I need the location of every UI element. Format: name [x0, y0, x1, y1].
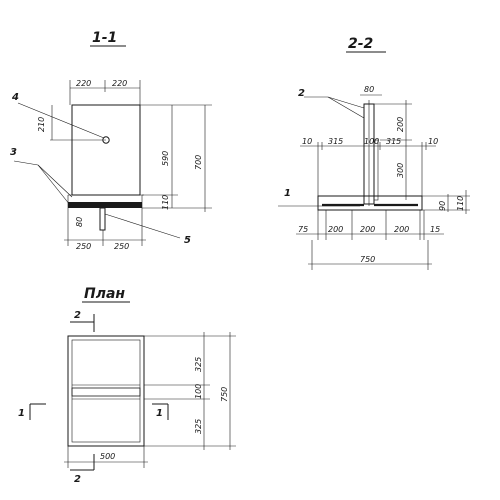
dim-200-b: 200: [360, 225, 375, 234]
dim-110-right: 110: [456, 196, 465, 211]
plan-title: План: [84, 286, 125, 302]
dim-700: 700: [194, 155, 203, 170]
dim-250-right: 250: [114, 242, 129, 251]
plan-view: План 2 2 1 1 325 100 325 750: [18, 286, 236, 485]
dim-325-top: 325: [194, 357, 203, 372]
base-slab: [317, 195, 423, 211]
callout-4: 4: [11, 92, 19, 103]
dim-750-overall: 750: [360, 255, 375, 264]
dim-200-vert: 200: [396, 117, 405, 132]
dim-10-left: 10: [302, 137, 312, 146]
base-plate: [68, 202, 142, 208]
callout-2: 2: [298, 88, 305, 99]
stud: [99, 207, 106, 231]
dim-210: 210: [37, 117, 46, 132]
dim-315-left: 315: [328, 137, 343, 146]
callout-5: 5: [184, 235, 191, 246]
cut-label-1-right: 1: [156, 408, 163, 419]
callout-1: 1: [284, 188, 291, 199]
section-2-2-view: 2-2 80 2 200 300 10 315 100 315 10: [278, 36, 470, 270]
section-1-1-view: 1-1 220 220 210 4 3: [10, 30, 212, 251]
dim-10-right: 10: [428, 137, 438, 146]
post-body: [71, 104, 141, 196]
dim-100-plan: 100: [194, 384, 203, 399]
cut-label-2-top: 2: [74, 310, 81, 321]
dim-15: 15: [430, 225, 440, 234]
dim-325-bottom: 325: [194, 419, 203, 434]
cut-label-2-bottom: 2: [74, 474, 81, 485]
section-2-2-title: 2-2: [348, 36, 373, 52]
dim-200-c: 200: [394, 225, 409, 234]
dim-75: 75: [298, 225, 308, 234]
dim-250-left: 250: [76, 242, 91, 251]
dim-80-top: 80: [364, 85, 374, 94]
plan-outline: [67, 335, 145, 447]
dim-220-right: 220: [112, 79, 127, 88]
callout-3: 3: [10, 147, 17, 158]
dim-80-stud: 80: [75, 217, 84, 227]
dim-590: 590: [161, 151, 170, 166]
dim-100-mid: 100: [364, 137, 379, 146]
dim-200-a: 200: [328, 225, 343, 234]
cut-label-1-left: 1: [18, 408, 25, 419]
dim-220-left: 220: [76, 79, 91, 88]
dim-90: 90: [438, 201, 447, 211]
dim-300-vert: 300: [396, 163, 405, 178]
dim-750-plan: 750: [220, 387, 229, 402]
center-rib: [71, 387, 141, 397]
dim-315-right: 315: [386, 137, 401, 146]
dim-110: 110: [161, 195, 170, 210]
dim-500-plan: 500: [100, 452, 115, 461]
section-1-1-title: 1-1: [92, 30, 117, 46]
